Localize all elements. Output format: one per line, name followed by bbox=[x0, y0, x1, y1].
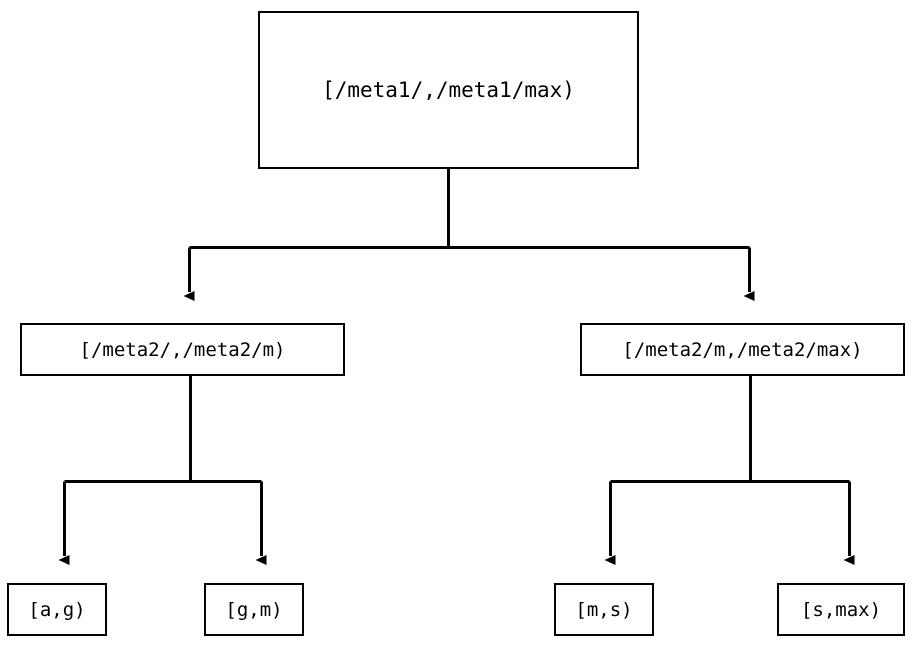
node-level2-left-label: [/meta2/,/meta2/m) bbox=[79, 338, 286, 361]
edge-level2-left-to-leaves bbox=[58, 376, 267, 565]
node-root-label: [/meta1/,/meta1/max) bbox=[322, 78, 575, 102]
edge-level2-right-to-leaves bbox=[604, 376, 855, 565]
node-root: [/meta1/,/meta1/max) bbox=[258, 11, 639, 169]
node-leaf-2-label: [g,m) bbox=[225, 598, 283, 621]
node-leaf-4: [s,max) bbox=[777, 583, 905, 636]
node-leaf-1: [a,g) bbox=[7, 583, 107, 636]
node-leaf-3: [m,s) bbox=[554, 583, 654, 636]
node-leaf-3-label: [m,s) bbox=[575, 598, 633, 621]
node-level2-left: [/meta2/,/meta2/m) bbox=[20, 323, 345, 376]
node-leaf-2: [g,m) bbox=[204, 583, 304, 636]
node-leaf-1-label: [a,g) bbox=[28, 598, 86, 621]
node-level2-right-label: [/meta2/m,/meta2/max) bbox=[622, 338, 863, 361]
node-level2-right: [/meta2/m,/meta2/max) bbox=[580, 323, 905, 376]
edge-root-to-level2 bbox=[183, 169, 755, 301]
node-leaf-4-label: [s,max) bbox=[800, 598, 882, 621]
